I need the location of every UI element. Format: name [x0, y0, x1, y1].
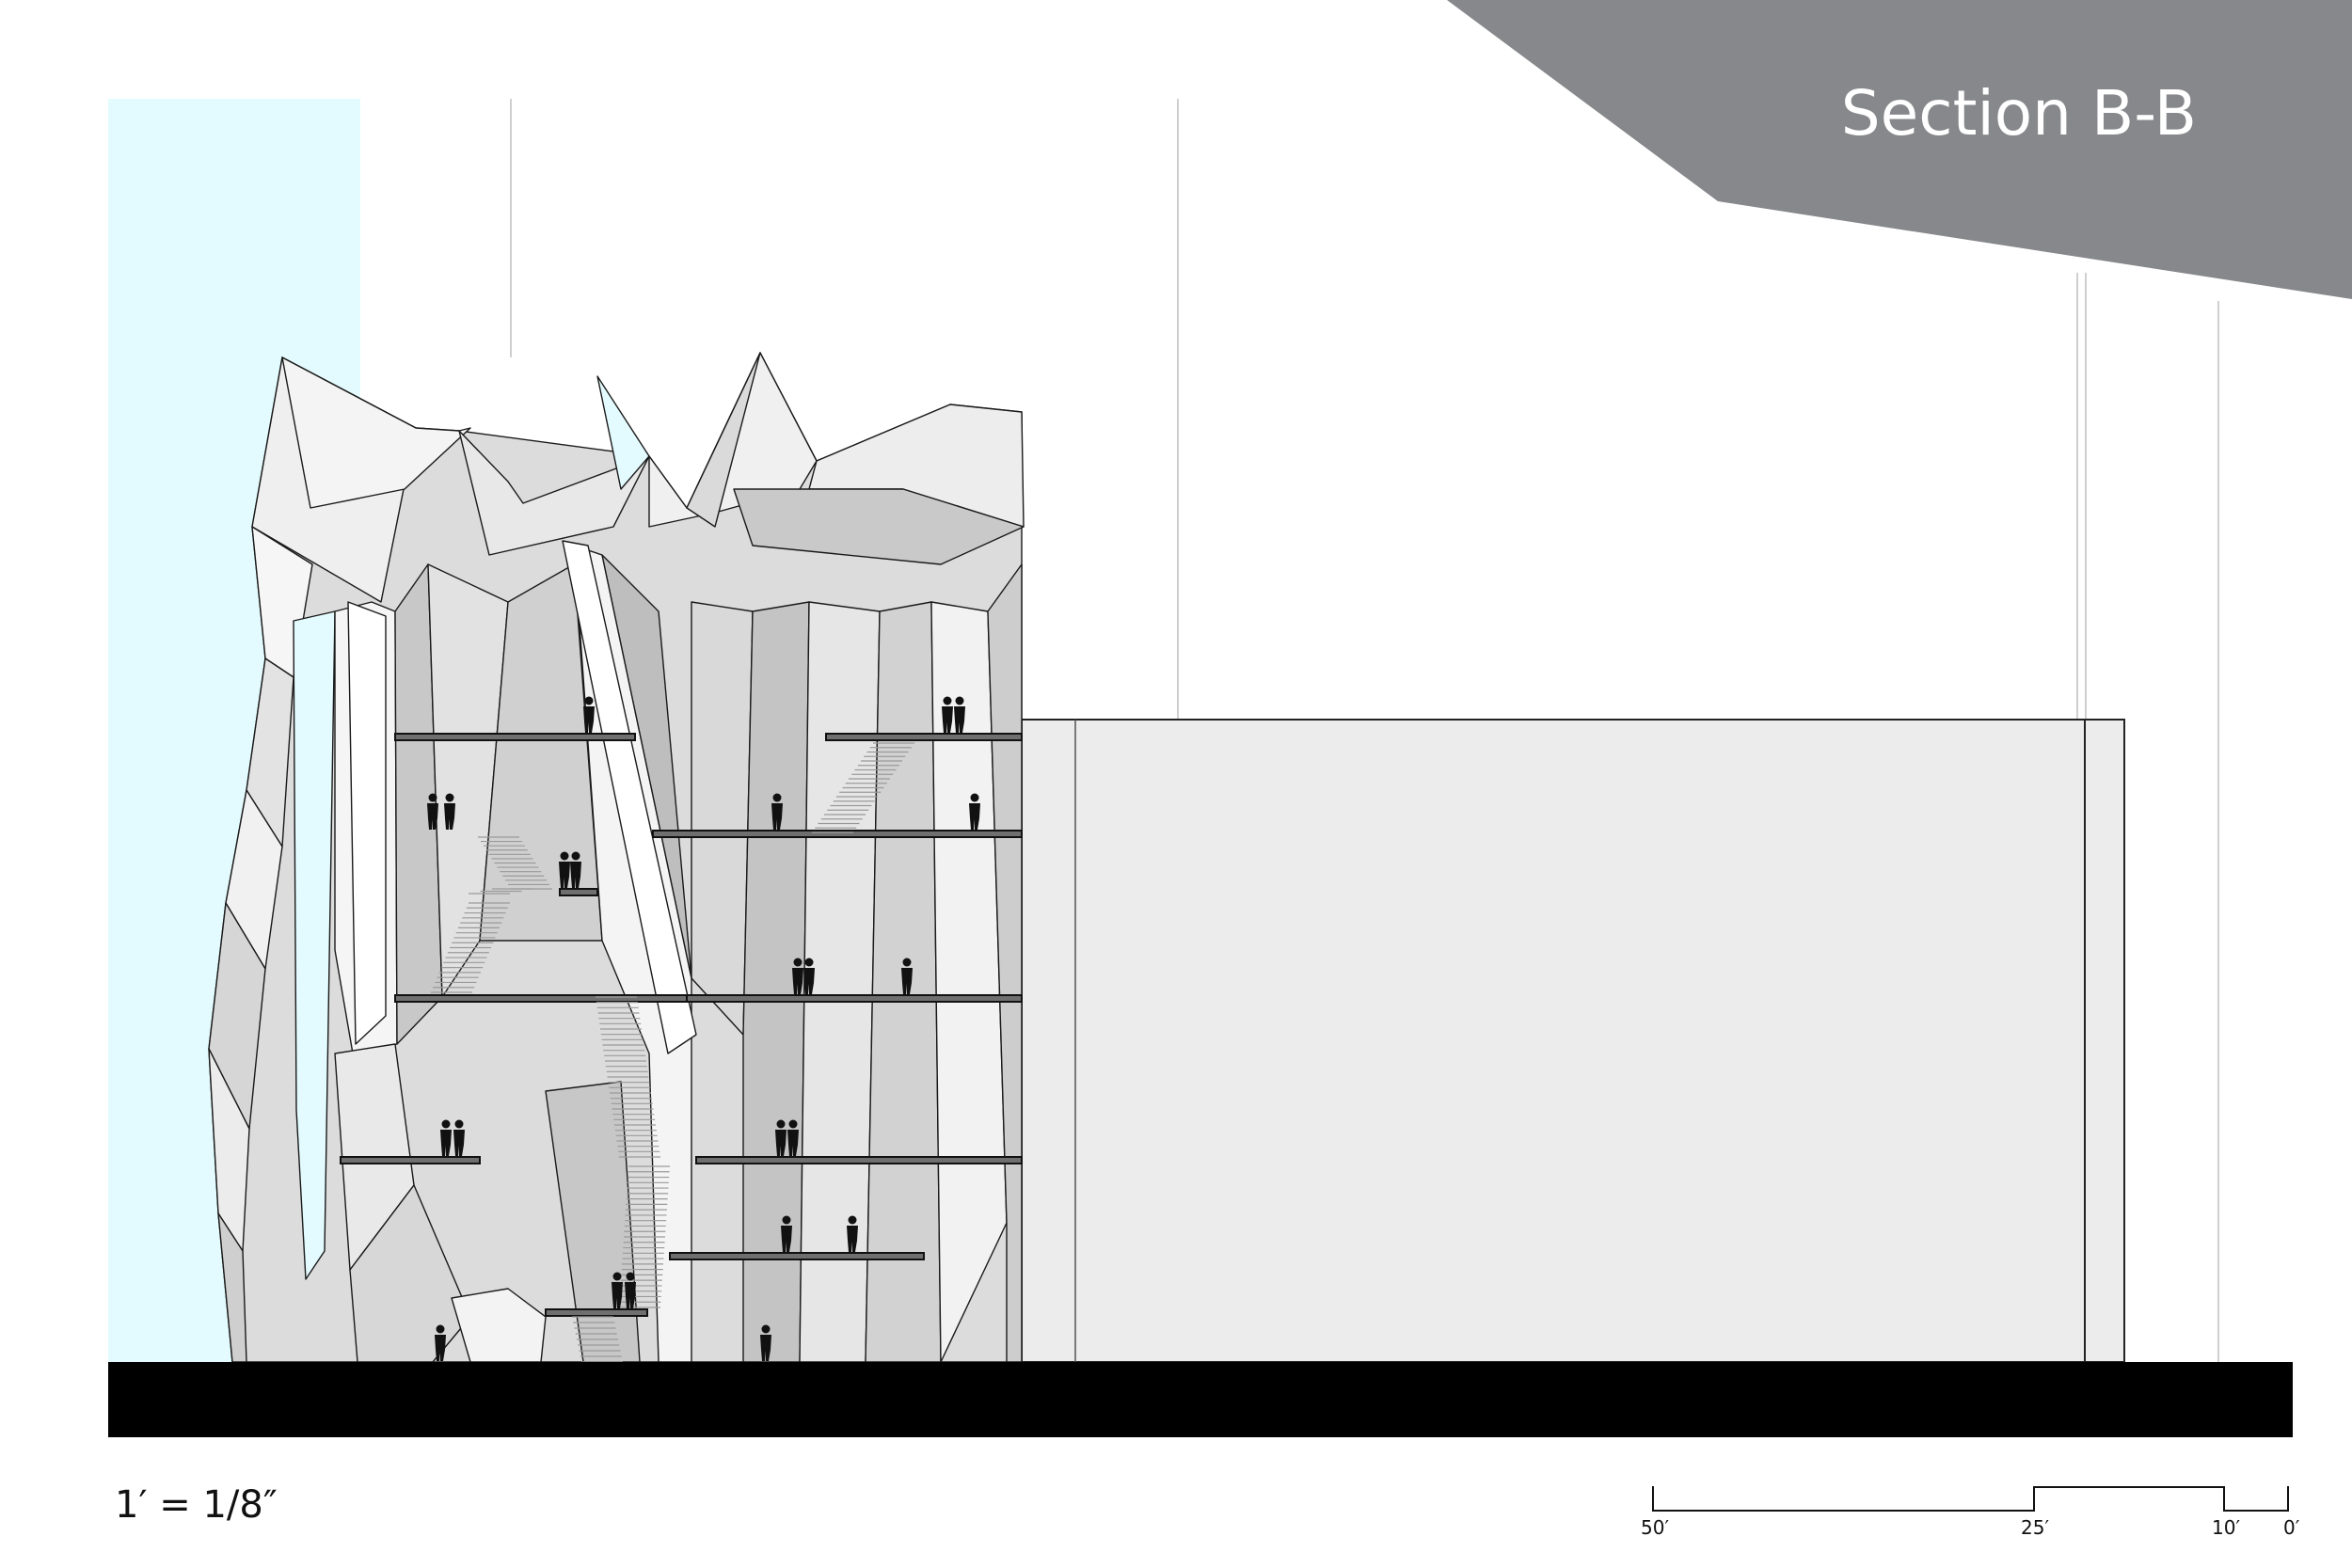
stairs [431, 742, 914, 1363]
person-silhouette [771, 793, 783, 830]
ground-slab [108, 1362, 2293, 1437]
person-silhouette [781, 1215, 792, 1252]
person-silhouette [435, 1324, 446, 1361]
page-title: Section B-B [1841, 77, 2197, 150]
person-silhouette [583, 696, 595, 733]
scale-bar-label-50: 50′ [1641, 1516, 1669, 1539]
adjacent-building [1021, 719, 2125, 1363]
person-silhouette [775, 1119, 787, 1156]
scale-note: 1′ = 1/8″ [115, 1483, 278, 1527]
person-silhouette [787, 1119, 799, 1156]
person-silhouette [427, 793, 438, 830]
person-silhouette [969, 793, 980, 830]
person-silhouette [847, 1215, 858, 1252]
scale-bar-label-0: 0′ [2283, 1516, 2300, 1539]
person-silhouette [901, 958, 913, 994]
floor-slabs [340, 733, 1023, 1317]
person-silhouette [559, 851, 570, 888]
title-band [1447, 0, 2352, 299]
person-silhouette [954, 696, 965, 733]
person-silhouette [453, 1119, 465, 1156]
people [427, 696, 980, 1361]
person-silhouette [570, 851, 581, 888]
person-silhouette [444, 793, 455, 830]
person-silhouette [792, 958, 803, 994]
person-silhouette [760, 1324, 771, 1361]
scale-bar-label-25: 25′ [2021, 1516, 2049, 1539]
faceted-tower [208, 352, 1025, 1363]
person-silhouette [942, 696, 953, 733]
reference-lines [510, 99, 2219, 1362]
scale-bar-label-10: 10′ [2212, 1516, 2240, 1539]
person-silhouette [625, 1272, 636, 1308]
person-silhouette [803, 958, 815, 994]
person-silhouette [440, 1119, 452, 1156]
scale-bar [1652, 1486, 2289, 1512]
person-silhouette [612, 1272, 623, 1308]
